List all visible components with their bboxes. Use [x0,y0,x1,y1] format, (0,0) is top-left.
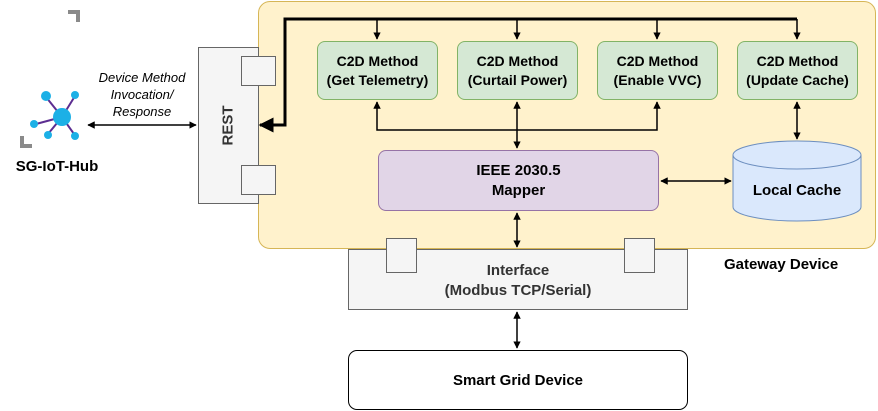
c2d-method-update-cache: C2D Method(Update Cache) [737,41,858,100]
device-method-invocation-label: Device Method Invocation/ Response [98,70,186,119]
c2d-method-curtail-power: C2D Method(Curtail Power) [457,41,578,100]
local-cache-cylinder [732,140,862,222]
interface-port-left [386,238,417,273]
smart-grid-device: Smart Grid Device [348,350,688,410]
rest-bus-line [260,17,797,127]
c2d-method-get-telemetry: C2D Method(Get Telemetry) [317,41,438,100]
rest-port-bottom [241,165,276,195]
local-cache-label: Local Cache [752,182,842,199]
rest-port-top [241,56,276,86]
gateway-device-label: Gateway Device [724,256,839,273]
c2d-method-enable-vvc: C2D Method(Enable VVC) [597,41,718,100]
iot-hub-label: SG-IoT-Hub [15,158,99,175]
interface-port-right [624,238,655,273]
iot-hub-icon [20,10,80,148]
